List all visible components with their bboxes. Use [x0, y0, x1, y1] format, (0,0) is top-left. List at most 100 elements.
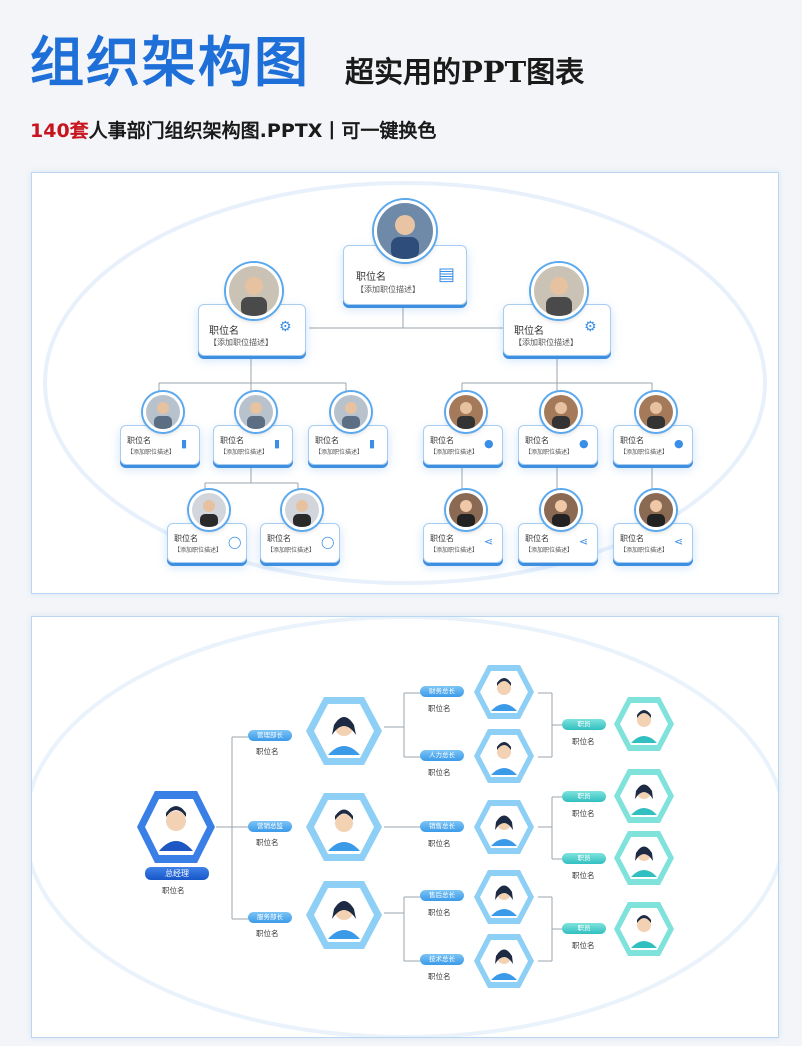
page-title: 组织架构图 [30, 31, 310, 94]
staff-name-label: 职位名 [572, 871, 595, 880]
staff-role-badge: 职员 [562, 791, 606, 802]
share-icon: ⋖ [484, 535, 494, 548]
avatar [446, 392, 486, 432]
chat-icon: ● [484, 437, 494, 450]
staff-name-label: 职位名 [572, 809, 595, 818]
page-description: 140套人事部门组织架构图.PPTX丨可一键换色 [30, 122, 436, 141]
card-desc: 【添加职位描述】 [174, 547, 223, 554]
card-desc: 【添加职位描述】 [430, 449, 479, 456]
avatar-hexagon-head [474, 665, 534, 719]
card-title: 职位名 [174, 534, 198, 543]
avatar-hexagon-staff [614, 769, 674, 823]
bar-chart-icon: ▮ [181, 437, 188, 450]
chat-icon: ● [579, 437, 589, 450]
chat-icon: ● [674, 437, 684, 450]
staff-role-badge: 职员 [562, 923, 606, 934]
card-title: 职位名 [267, 534, 291, 543]
manager-role-badge: 管理部长 [248, 730, 292, 741]
gears-icon: ⚙ [279, 319, 292, 335]
root-name-label: 职位名 [162, 886, 185, 895]
avatar [541, 392, 581, 432]
connector-lines-1 [43, 181, 767, 585]
avatar [236, 392, 276, 432]
root-role-badge: 总经理 [145, 867, 209, 880]
card-desc: 【添加职位描述】 [209, 338, 273, 347]
head-name-label: 职位名 [428, 839, 451, 848]
page-subtitle: 超实用的PPT图表 [345, 55, 585, 89]
head-name-label: 职位名 [428, 908, 451, 917]
manager-name-label: 职位名 [256, 747, 279, 756]
org-card-level3: 职位名 【添加职位描述】 ▮ [308, 425, 388, 465]
avatar-hexagon-manager [306, 881, 382, 949]
card-title: 职位名 [315, 436, 339, 445]
bar-chart-icon: ▮ [369, 437, 376, 450]
avatar-hexagon-staff [614, 697, 674, 751]
avatar [331, 392, 371, 432]
staff-name-label: 职位名 [572, 941, 595, 950]
share-icon: ⋖ [674, 535, 684, 548]
head-name-label: 职位名 [428, 704, 451, 713]
avatar-hexagon-head [474, 934, 534, 988]
card-desc: 【添加职位描述】 [514, 338, 578, 347]
staff-role-badge: 职员 [562, 719, 606, 730]
avatar-hexagon-manager [306, 793, 382, 861]
card-desc: 【添加职位描述】 [127, 449, 176, 456]
head-role-badge: 人力总长 [420, 750, 464, 761]
avatar [636, 392, 676, 432]
avatar [189, 490, 229, 530]
head-role-badge: 售后总长 [420, 890, 464, 901]
avatar [446, 490, 486, 530]
avatar [374, 200, 436, 262]
card-title: 职位名 [514, 326, 544, 337]
card-desc: 【添加职位描述】 [525, 449, 574, 456]
card-title: 职位名 [525, 436, 549, 445]
avatar-hexagon-staff [614, 831, 674, 885]
card-title: 职位名 [356, 272, 386, 283]
bar-chart-icon: ▮ [274, 437, 281, 450]
connector-lines-2 [32, 617, 778, 1037]
card-title: 职位名 [620, 436, 644, 445]
card-desc: 【添加职位描述】 [430, 547, 479, 554]
card-title: 职位名 [220, 436, 244, 445]
card-desc: 【添加职位描述】 [356, 285, 420, 294]
staff-name-label: 职位名 [572, 737, 595, 746]
head-role-badge: 销售总长 [420, 821, 464, 832]
card-desc: 【添加职位描述】 [315, 449, 364, 456]
card-desc: 【添加职位描述】 [220, 449, 269, 456]
card-desc: 【添加职位描述】 [620, 449, 669, 456]
avatar [636, 490, 676, 530]
staff-role-badge: 职员 [562, 853, 606, 864]
globe-icon: ◯ [228, 535, 242, 549]
template-count: 140套 [30, 120, 89, 142]
manager-role-badge: 营销总监 [248, 821, 292, 832]
clipboard-icon: ▤ [438, 264, 456, 285]
card-desc: 【添加职位描述】 [620, 547, 669, 554]
share-icon: ⋖ [579, 535, 589, 548]
card-title: 职位名 [430, 534, 454, 543]
avatar [143, 392, 183, 432]
manager-role-badge: 服务部长 [248, 912, 292, 923]
head-role-badge: 技术总长 [420, 954, 464, 965]
avatar-hexagon-head [474, 800, 534, 854]
gears-icon: ⚙ [584, 319, 597, 335]
avatar [541, 490, 581, 530]
avatar-hexagon-root [137, 791, 215, 863]
head-name-label: 职位名 [428, 972, 451, 981]
manager-name-label: 职位名 [256, 838, 279, 847]
org-chart-panel-2: 总经理 职位名 管理部长 职位名 营销总监 职位名 服务部长 职位名 财务总长 … [31, 616, 779, 1038]
avatar [531, 263, 587, 319]
avatar-hexagon-head [474, 729, 534, 783]
org-chart-panel-1: 职位名 【添加职位描述】 ▤ 职位名 【添加职位描述】 ⚙ 职位名 【添加职位描… [31, 172, 779, 594]
manager-name-label: 职位名 [256, 929, 279, 938]
template-desc: 人事部门组织架构图.PPTX丨可一键换色 [88, 120, 437, 142]
head-role-badge: 财务总长 [420, 686, 464, 697]
card-title: 职位名 [620, 534, 644, 543]
avatar-hexagon-manager [306, 697, 382, 765]
card-title: 职位名 [430, 436, 454, 445]
avatar-hexagon-head [474, 870, 534, 924]
card-desc: 【添加职位描述】 [525, 547, 574, 554]
avatar [226, 263, 282, 319]
card-title: 职位名 [525, 534, 549, 543]
globe-icon: ◯ [321, 535, 335, 549]
card-title: 职位名 [127, 436, 151, 445]
